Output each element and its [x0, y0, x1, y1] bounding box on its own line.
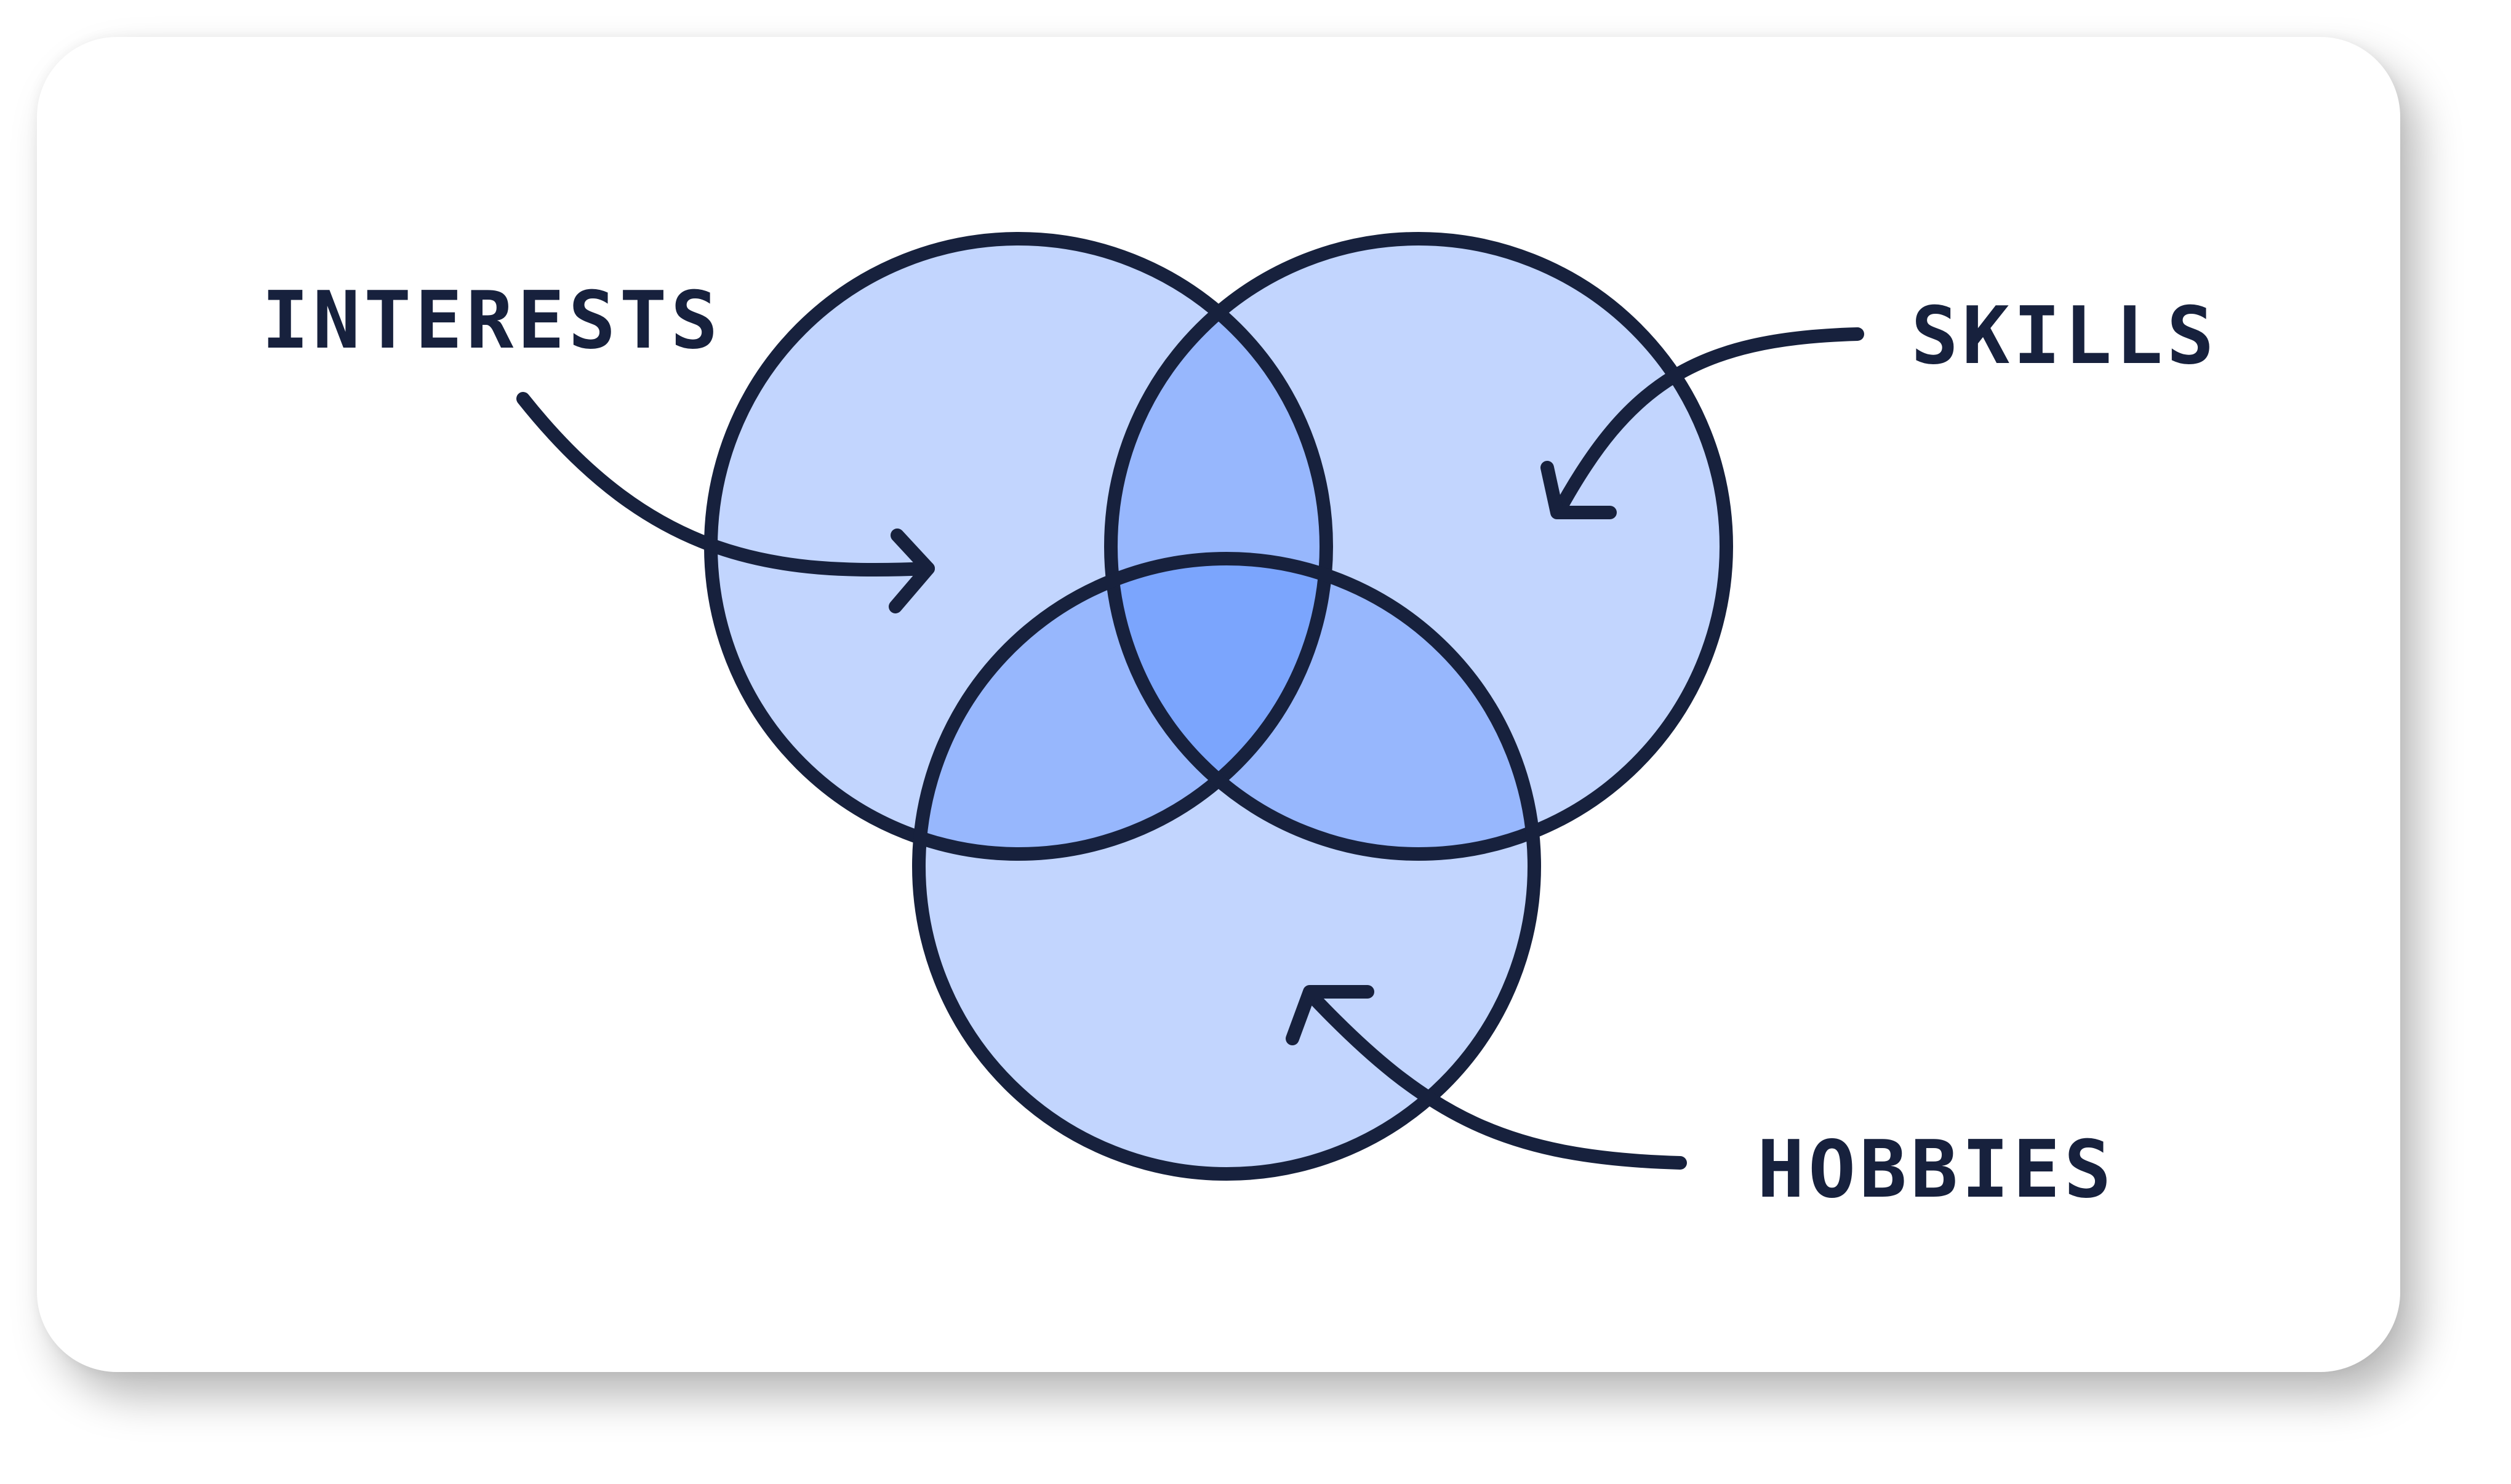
skills-arrow: [1540, 327, 1864, 519]
hobbies-label: HOBBIES: [1757, 1124, 2115, 1216]
interests-arrow: [516, 392, 935, 613]
interests-label: INTERESTS: [262, 275, 722, 367]
circle-outlines: [704, 232, 1733, 1181]
hobbies-circle: [912, 552, 1541, 1181]
arrows: [516, 327, 1864, 1170]
skills-hobbies-overlap: [1111, 559, 1534, 854]
skills-label: SKILLS: [1911, 290, 2217, 382]
hobbies-arrow: [1286, 985, 1687, 1170]
skills-circle: [1104, 232, 1733, 861]
interests-hobbies-overlap: [919, 559, 1326, 854]
